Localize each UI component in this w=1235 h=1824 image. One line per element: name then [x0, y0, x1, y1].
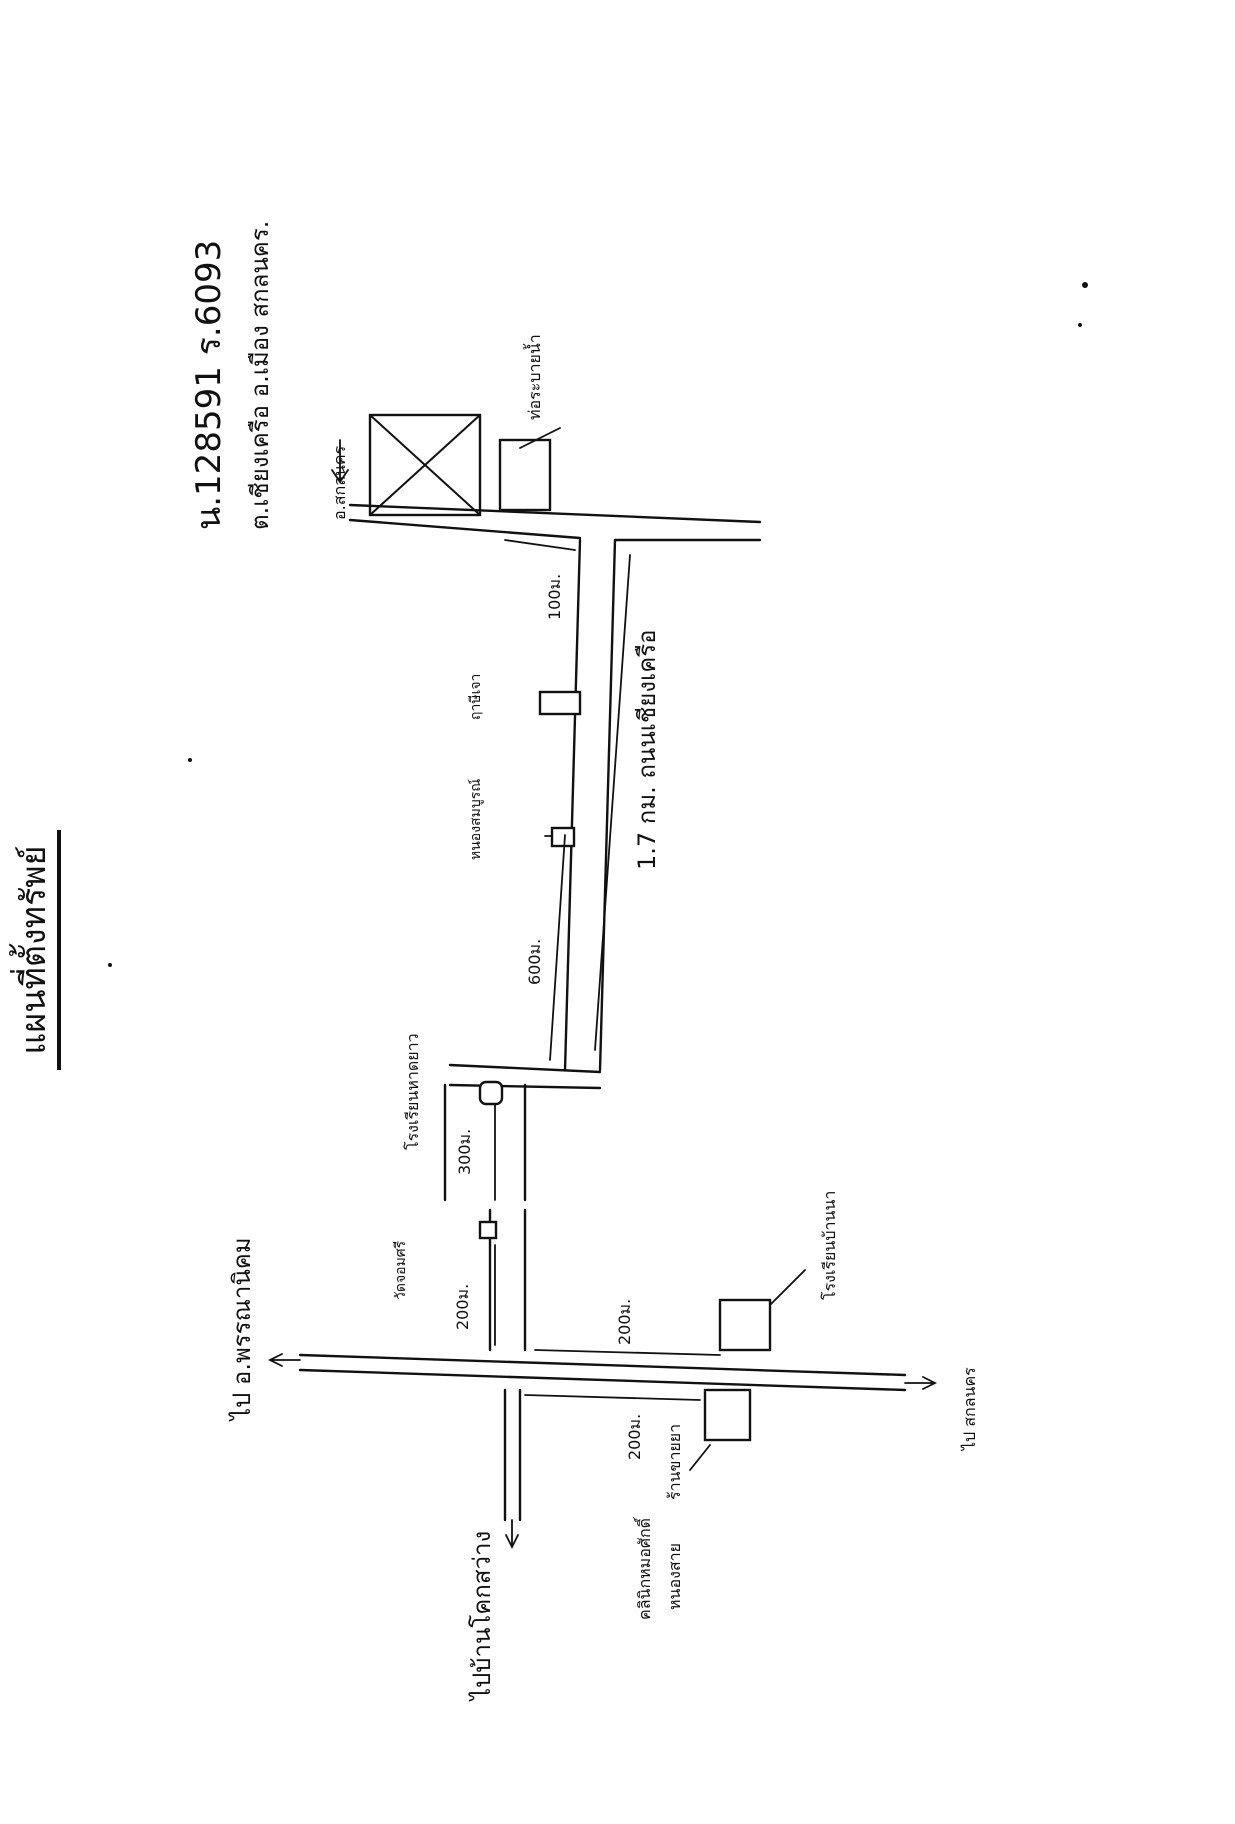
- road-label-text: 1.7 กม. ถนนเชียงเครือ: [633, 629, 661, 870]
- nongsombun-text: หนองสมบูรณ์: [467, 779, 484, 860]
- speck-a: [1082, 282, 1088, 288]
- dim-300: 300ม.: [455, 1129, 474, 1175]
- highway-lower: [298, 1368, 907, 1392]
- speck-d: [188, 758, 192, 762]
- property-info: น.128591 ร.6093 ต.เชียงเครือ อ.เมือง สกล…: [189, 221, 274, 530]
- speck-c: [108, 963, 112, 967]
- dim-17km-line: [594, 554, 631, 1051]
- clinic-label: คลินิกหมอศักดิ์: [633, 1516, 654, 1620]
- arrow-to-sakon: [904, 1376, 938, 1390]
- dim-600-line: [549, 834, 566, 1061]
- culvert-box: [498, 438, 552, 512]
- dim-200a-text: 200ม.: [453, 1284, 472, 1330]
- dim-200c: 200ม.: [625, 1414, 644, 1460]
- district-arrow: [331, 439, 349, 484]
- main-road-left: [563, 538, 582, 1072]
- deed-number: น.128591 ร.6093: [189, 240, 229, 530]
- nongsombun-box: [550, 826, 576, 848]
- map-title: แผนที่ตั้งทรัพย์: [9, 830, 61, 1070]
- speck-b: [1078, 323, 1082, 327]
- school-right-text: โรงเรียนบ้านนา: [820, 1191, 839, 1300]
- nongsai-label: หนองสาย: [665, 1543, 684, 1610]
- shop-box: [538, 690, 582, 716]
- parcel-cross-b: [369, 414, 481, 516]
- dir-to-sakon: ไป สกลนคร: [960, 1367, 979, 1452]
- arrow-to-ban: [505, 1519, 519, 1550]
- dim-200b: 200ม.: [615, 1299, 634, 1345]
- dim-200c-text: 200ม.: [625, 1414, 644, 1460]
- dim-200c-line: [524, 1394, 701, 1401]
- pharmacy-arrow: [689, 1444, 711, 1471]
- nongsai-text: หนองสาย: [665, 1543, 684, 1610]
- dim-300-text: 300ม.: [455, 1129, 474, 1175]
- dir-to-ban: ไปบ้านโคกสว่าง: [468, 1531, 496, 1702]
- top-road-lower-a: [348, 518, 582, 540]
- clinic-text: คลินิกหมอศักดิ์: [633, 1516, 654, 1620]
- dim-600-text: 600ม.: [525, 939, 544, 985]
- map-title-text: แผนที่ตั้งทรัพย์: [9, 845, 54, 1054]
- dim-200b-line: [534, 1349, 721, 1356]
- arrow-to-udon: [267, 1353, 301, 1367]
- highway-upper: [298, 1353, 907, 1377]
- school-right-box: [718, 1298, 772, 1352]
- dir-to-udon: ไป อ.พรรณานิคม: [228, 1237, 256, 1422]
- top-road-upper: [348, 503, 762, 524]
- pharmacy-text: ร้านขายยา: [665, 1424, 684, 1500]
- main-road-right: [598, 538, 617, 1072]
- pharmacy-box: [703, 1388, 752, 1442]
- property-parcel: [368, 413, 482, 517]
- road-label: 1.7 กม. ถนนเชียงเครือ: [633, 629, 661, 870]
- school-right-arrow: [769, 1269, 806, 1306]
- culvert-arrow: [519, 427, 561, 449]
- dim-200a: 200ม.: [453, 1284, 472, 1330]
- ruesi-label: ฤาษีเจา: [468, 674, 484, 720]
- dim-200b-text: 200ม.: [615, 1299, 634, 1345]
- culvert-text: ท่อระบายน้ำ: [523, 334, 544, 420]
- temple-box: [478, 1220, 498, 1240]
- temple-text: วัดจอมศรี: [393, 1240, 409, 1300]
- property-address: ต.เชียงเครือ อ.เมือง สกลนคร.: [246, 221, 274, 530]
- school-right-label: โรงเรียนบ้านนา: [820, 1191, 839, 1300]
- dir-to-ban-text: ไปบ้านโคกสว่าง: [468, 1531, 496, 1702]
- school-left-box: [478, 1080, 504, 1106]
- dim-100-line: [504, 539, 576, 551]
- cross-road-upper: [448, 1063, 602, 1074]
- dir-to-udon-text: ไป อ.พรรณานิคม: [228, 1237, 256, 1422]
- pharmacy-label: ร้านขายยา: [665, 1424, 684, 1500]
- culvert-label: ท่อระบายน้ำ: [523, 334, 544, 420]
- dim-100-text: 100ม.: [545, 574, 564, 620]
- nongsombun-label: หนองสมบูรณ์: [467, 779, 484, 860]
- school-left-label: โรงเรียนหาดยาว: [403, 1033, 422, 1150]
- dim-600: 600ม.: [525, 939, 544, 985]
- dim-100: 100ม.: [545, 574, 564, 620]
- temple-label: วัดจอมศรี: [393, 1240, 409, 1300]
- ruesi-text: ฤาษีเจา: [468, 674, 484, 720]
- dir-to-sakon-text: ไป สกลนคร: [960, 1367, 979, 1452]
- school-left-text: โรงเรียนหาดยาว: [403, 1033, 422, 1150]
